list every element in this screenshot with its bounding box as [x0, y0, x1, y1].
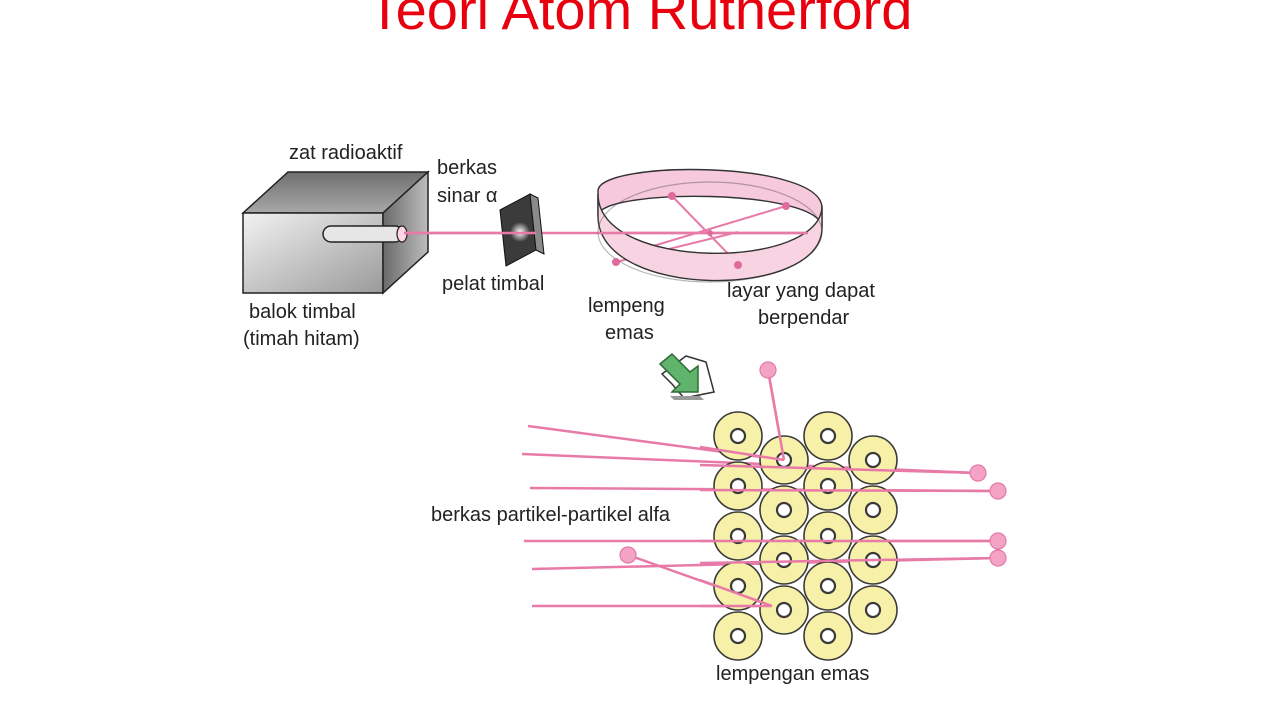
- alpha-particle: [989, 482, 1007, 500]
- gold-atom: [848, 435, 898, 485]
- gold-atom: [713, 561, 763, 611]
- gold-nucleus: [729, 627, 747, 645]
- alpha-particle: [989, 549, 1007, 567]
- alpha-particle: [619, 546, 637, 564]
- label-screen-line1: layar yang dapat: [727, 280, 875, 302]
- gold-atom: [803, 561, 853, 611]
- label-beam-line2: sinar α: [437, 185, 497, 207]
- gold-atom: [759, 535, 809, 585]
- gold-atom: [759, 485, 809, 535]
- gold-atom: [713, 411, 763, 461]
- gold-nucleus: [775, 501, 793, 519]
- zoom-arrow-icon: [658, 352, 715, 400]
- lead-block: [241, 170, 430, 295]
- gold-atom: [803, 511, 853, 561]
- label-screen-line2: berpendar: [758, 307, 850, 329]
- page-title: Teori Atom Rutherford: [367, 0, 913, 41]
- alpha-particles: [619, 361, 1007, 567]
- gold-nucleus: [819, 627, 837, 645]
- impact-dot: [668, 192, 676, 200]
- alpha-particle: [989, 532, 1007, 550]
- label-beam-line1: berkas: [437, 157, 497, 179]
- gold-atom: [759, 585, 809, 635]
- lead-block-front: [242, 212, 384, 294]
- label-gold-foil-line1: lempeng: [588, 295, 665, 317]
- gold-nucleus: [729, 527, 747, 545]
- label-alpha-beam: berkas partikel-partikel alfa: [431, 504, 671, 526]
- label-lead-block-line1: balok timbal: [249, 301, 356, 323]
- gold-nucleus: [775, 601, 793, 619]
- gold-nucleus: [775, 551, 793, 569]
- gold-nucleus: [864, 501, 882, 519]
- lead-plate: [404, 193, 545, 267]
- gold-atoms: [713, 411, 898, 661]
- gold-nucleus: [864, 451, 882, 469]
- gold-nucleus: [819, 427, 837, 445]
- gold-atom: [848, 585, 898, 635]
- gold-foil-center: [707, 230, 713, 236]
- label-gold-foil-line2: emas: [605, 322, 654, 344]
- radioactive-channel: [322, 225, 404, 243]
- gold-atom: [713, 461, 763, 511]
- label-lead-plate: pelat timbal: [442, 273, 544, 295]
- gold-nucleus: [729, 427, 747, 445]
- fluorescent-screen: [597, 168, 823, 283]
- label-lead-block-line2: (timah hitam): [243, 328, 360, 350]
- impact-dot: [734, 261, 742, 269]
- alpha-particle: [759, 361, 777, 379]
- gold-atom: [803, 461, 853, 511]
- impact-dot: [782, 202, 790, 210]
- gold-nucleus: [864, 601, 882, 619]
- impact-dot: [612, 258, 620, 266]
- gold-atom: [803, 611, 853, 661]
- gold-nucleus: [819, 577, 837, 595]
- gold-nucleus: [819, 527, 837, 545]
- particle-tracks-front: [699, 369, 999, 608]
- gold-atom: [848, 485, 898, 535]
- alpha-particle: [969, 464, 987, 482]
- gold-atom: [713, 511, 763, 561]
- label-radioactive: zat radioaktif: [289, 142, 403, 164]
- label-gold-sheet: lempengan emas: [716, 663, 869, 685]
- gold-atom: [713, 611, 763, 661]
- gold-atom: [803, 411, 853, 461]
